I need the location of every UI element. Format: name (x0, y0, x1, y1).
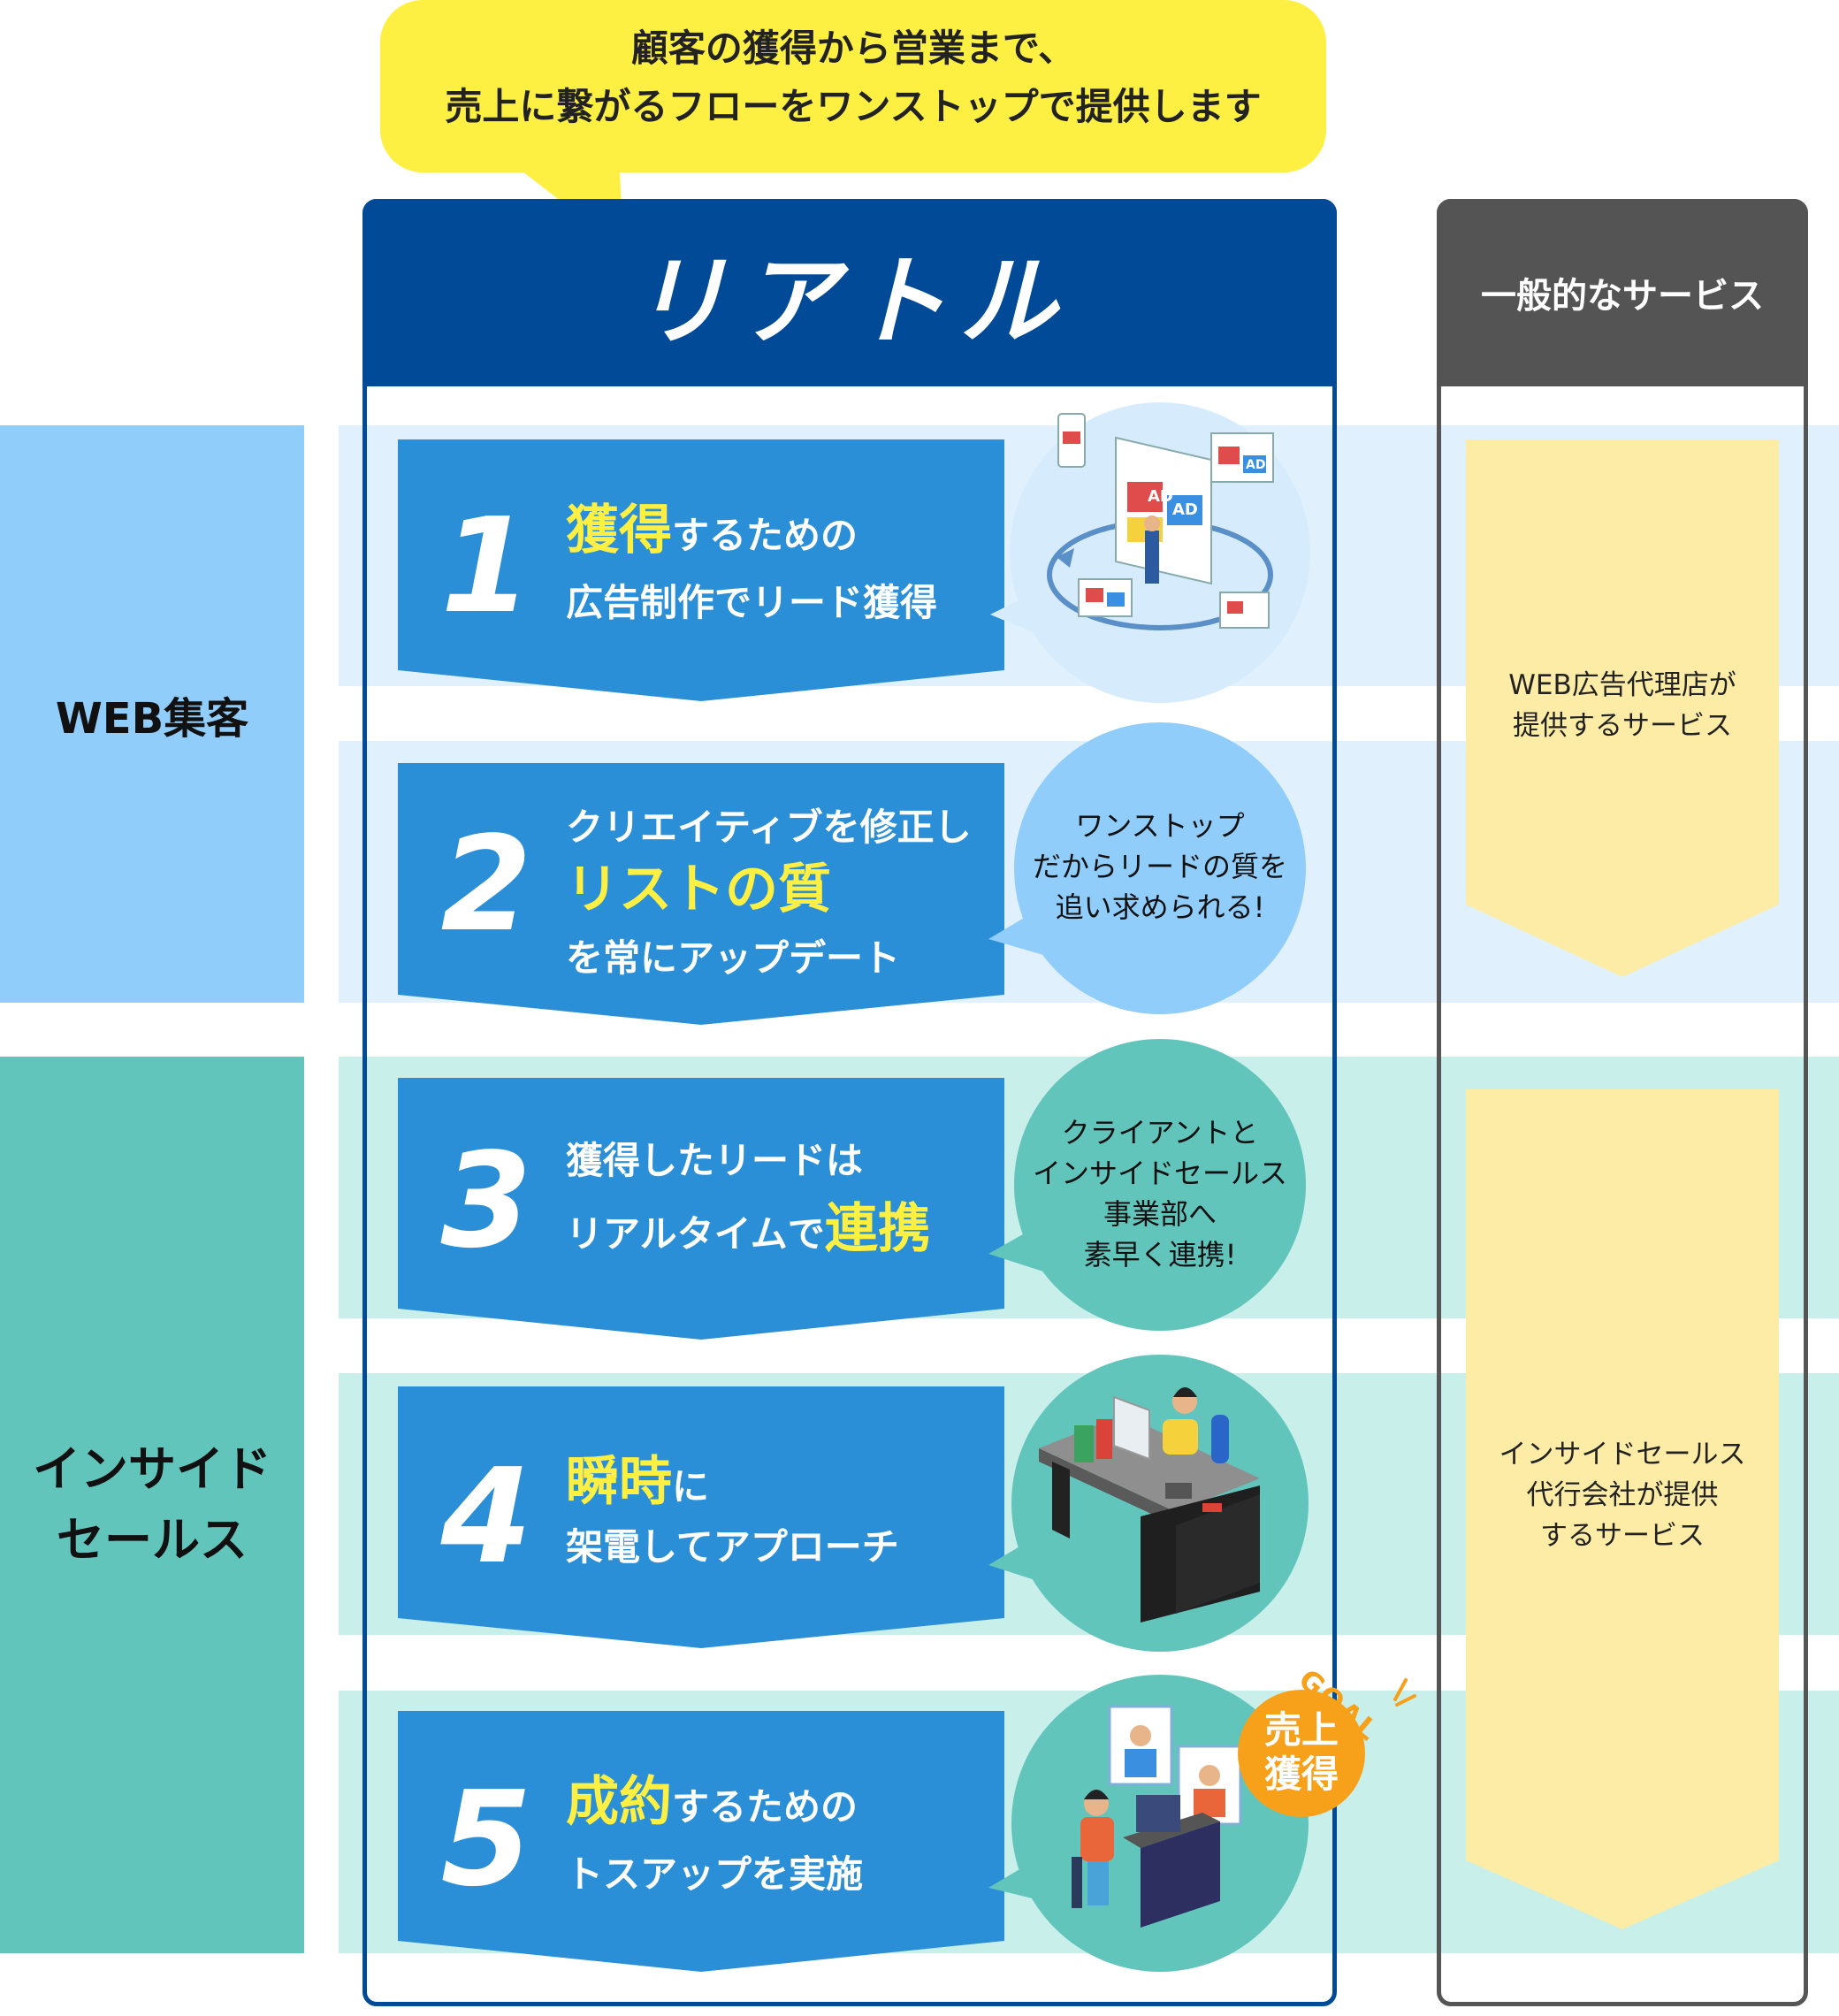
bubble-2-text: ワンストップ だからリードの質を 追い求められる! (1019, 806, 1301, 928)
bubble-3-line3: 事業部へ (1103, 1197, 1217, 1231)
bubble-2-line2: だからリードの質を (1032, 850, 1287, 883)
step-1-line1: 獲得するための (566, 495, 858, 571)
step-5-highlight: 成約 (566, 1771, 672, 1833)
step-4-highlight: 瞬時 (566, 1451, 672, 1513)
ad-label-1: AD (1148, 487, 1173, 506)
step-5-number: 5 (440, 1763, 532, 1915)
general-web-text: WEB広告代理店が 提供するサービス (1466, 665, 1779, 746)
step-4-number: 4 (440, 1440, 532, 1592)
step-arrow-2 (398, 763, 1004, 1025)
goal-badge (1238, 1690, 1365, 1817)
general-arrow-inside (1466, 1089, 1779, 1929)
step-5-line1: 成約するための (566, 1767, 858, 1843)
general-title: 一般的なサービス (1481, 276, 1764, 317)
brand-title: リアトル (630, 245, 1069, 358)
category-inside-line2: セールス (57, 1512, 248, 1568)
step-1-highlight: 獲得 (566, 500, 672, 561)
ad-illustration (1047, 413, 1274, 630)
bubble-3-line4: 素早く連携! (1083, 1238, 1237, 1271)
step-2-circle (1014, 722, 1306, 1014)
step-3-line1: 獲得したリードは (566, 1139, 864, 1182)
step-1-number: 1 (440, 490, 532, 642)
bubble-3-text: クライアントと インサイドセールス 事業部へ 素早く連携! (1019, 1112, 1301, 1275)
general-header: 一般的なサービス (1437, 199, 1808, 386)
step-arrow-5 (398, 1711, 1004, 1972)
bubble-2-line3: 追い求められる! (1055, 890, 1265, 924)
general-web-line2: 提供するサービス (1513, 710, 1732, 742)
step-arrow-1 (398, 439, 1004, 701)
step-4-line2: 架電してアプローチ (566, 1525, 899, 1569)
top-bubble-line2: 売上に繋がるフローをワンストップで提供します (445, 85, 1262, 128)
top-bubble-line1: 顧客の獲得から営業まで、 (630, 27, 1076, 70)
category-web-label: WEB集客 (55, 693, 249, 744)
step-5-line1-rest: するための (672, 1785, 858, 1829)
general-inside-line3: するサービス (1540, 1520, 1705, 1552)
step-3-highlight: 連携 (824, 1198, 931, 1260)
general-inside-line1: インサイドセールス (1499, 1439, 1746, 1470)
goal-spark-icon (1393, 1678, 1416, 1707)
step-arrow-4 (398, 1386, 1004, 1648)
category-inside-line1: インサイド (33, 1441, 271, 1497)
step-1-line2: 広告制作でリード獲得 (566, 581, 938, 624)
step-2-number: 2 (440, 808, 532, 960)
goal-line2: 獲得 (1263, 1753, 1339, 1796)
top-bubble-text: 顧客の獲得から営業まで、 売上に繋がるフローをワンストップで提供します (380, 19, 1326, 136)
online-meeting-illustration (1072, 1705, 1242, 1928)
step-4-line1: 瞬時に (566, 1447, 709, 1523)
goal-badge-text: 売上 獲得 (1238, 1708, 1365, 1797)
step-3-number: 3 (440, 1125, 532, 1277)
step-3-line2-pre: リアルタイムで (566, 1212, 825, 1256)
bubble-3-line1: クライアントと (1061, 1116, 1259, 1149)
step-3-circle (1014, 1039, 1306, 1331)
step-1-line1-rest: するための (672, 514, 858, 557)
general-inside-text: インサイドセールス 代行会社が提供 するサービス (1466, 1434, 1779, 1556)
ad-label-3: AD (1246, 458, 1266, 472)
step-3-line2: リアルタイムで連携 (566, 1194, 931, 1270)
bubble-3-line2: インサイドセールス (1032, 1157, 1287, 1190)
step-2-line1: クリエイティブを修正し (566, 806, 972, 849)
general-arrow-web (1466, 439, 1779, 977)
brand-header: リアトル (362, 199, 1337, 386)
step-2-line3: を常にアップデート (566, 936, 901, 980)
step-2-highlight: リストの質 (566, 859, 831, 920)
category-inside-sales: インサイド セールス (0, 1057, 304, 1953)
general-inside-line2: 代行会社が提供 (1526, 1479, 1719, 1511)
bubble-2-line1: ワンストップ (1075, 809, 1245, 843)
call-desk-illustration (1039, 1387, 1260, 1623)
general-web-line1: WEB広告代理店が (1508, 669, 1736, 701)
step-4-line1-rest: に (672, 1465, 710, 1508)
ad-label-2: AD (1172, 500, 1198, 519)
top-speech-bubble (380, 0, 1326, 172)
category-web: WEB集客 (0, 425, 304, 1003)
step-5-line2: トスアップを実施 (566, 1852, 864, 1896)
goal-line1: 売上 (1263, 1708, 1339, 1752)
step-arrow-3 (398, 1078, 1004, 1340)
